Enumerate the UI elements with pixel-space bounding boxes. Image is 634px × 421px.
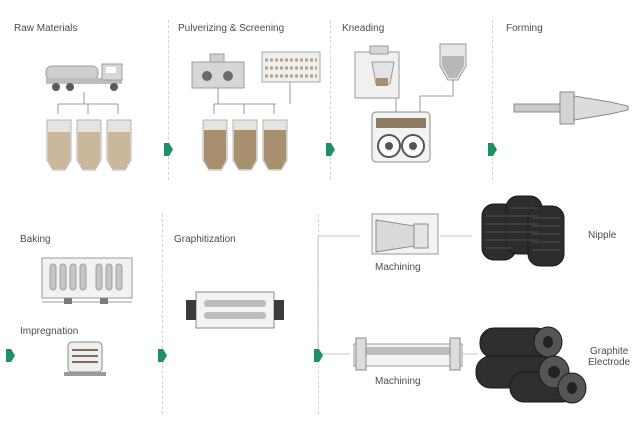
extrusion-press-icon [513,91,629,125]
flow-arrow-icon [6,349,15,362]
flow-arrow-icon [488,143,497,156]
screen-icon [261,51,321,83]
silo-icon [46,119,132,171]
impregnation-tank-icon [64,341,106,376]
kneader-icon [371,111,431,163]
stage-label-graphitization: Graphitization [174,234,236,245]
separator-2 [330,20,331,180]
storage-bin-icon [202,119,288,171]
product-label-electrode: Electrode [588,357,631,368]
product-label-graphite: Graphite [590,346,629,357]
nipple-product-image [474,180,578,280]
pitch-tank-icon [439,43,467,81]
truck-icon [45,63,123,91]
crusher-icon [191,53,245,89]
flow-arrow-icon [158,349,167,362]
lathe-electrode-icon [353,337,463,371]
flow-arrow-icon [326,143,335,156]
machining-label-top: Machining [375,262,421,273]
stage-label-kneading: Kneading [342,23,385,34]
product-label-nipple: Nipple [588,230,617,241]
flow-arrow-icon [164,143,173,156]
baking-furnace-icon [41,257,133,304]
separator-4 [162,214,163,414]
separator-1 [168,20,169,180]
graphite-electrode-product-image [475,326,587,404]
stage-label-baking: Baking [20,234,51,245]
lathe-nipple-icon [371,213,439,255]
stage-label-pulverizing: Pulverizing & Screening [178,23,285,34]
separator-3 [492,20,493,180]
stage-label-forming: Forming [506,23,543,34]
weighing-hopper-icon [354,45,400,99]
graphitization-furnace-icon [186,291,284,329]
stage-label-impregnation: Impregnation [20,326,79,337]
machining-label-bottom: Machining [375,376,421,387]
separator-5 [318,214,319,414]
flow-arrow-icon [314,349,323,362]
stage-label-raw-materials: Raw Materials [14,23,78,34]
